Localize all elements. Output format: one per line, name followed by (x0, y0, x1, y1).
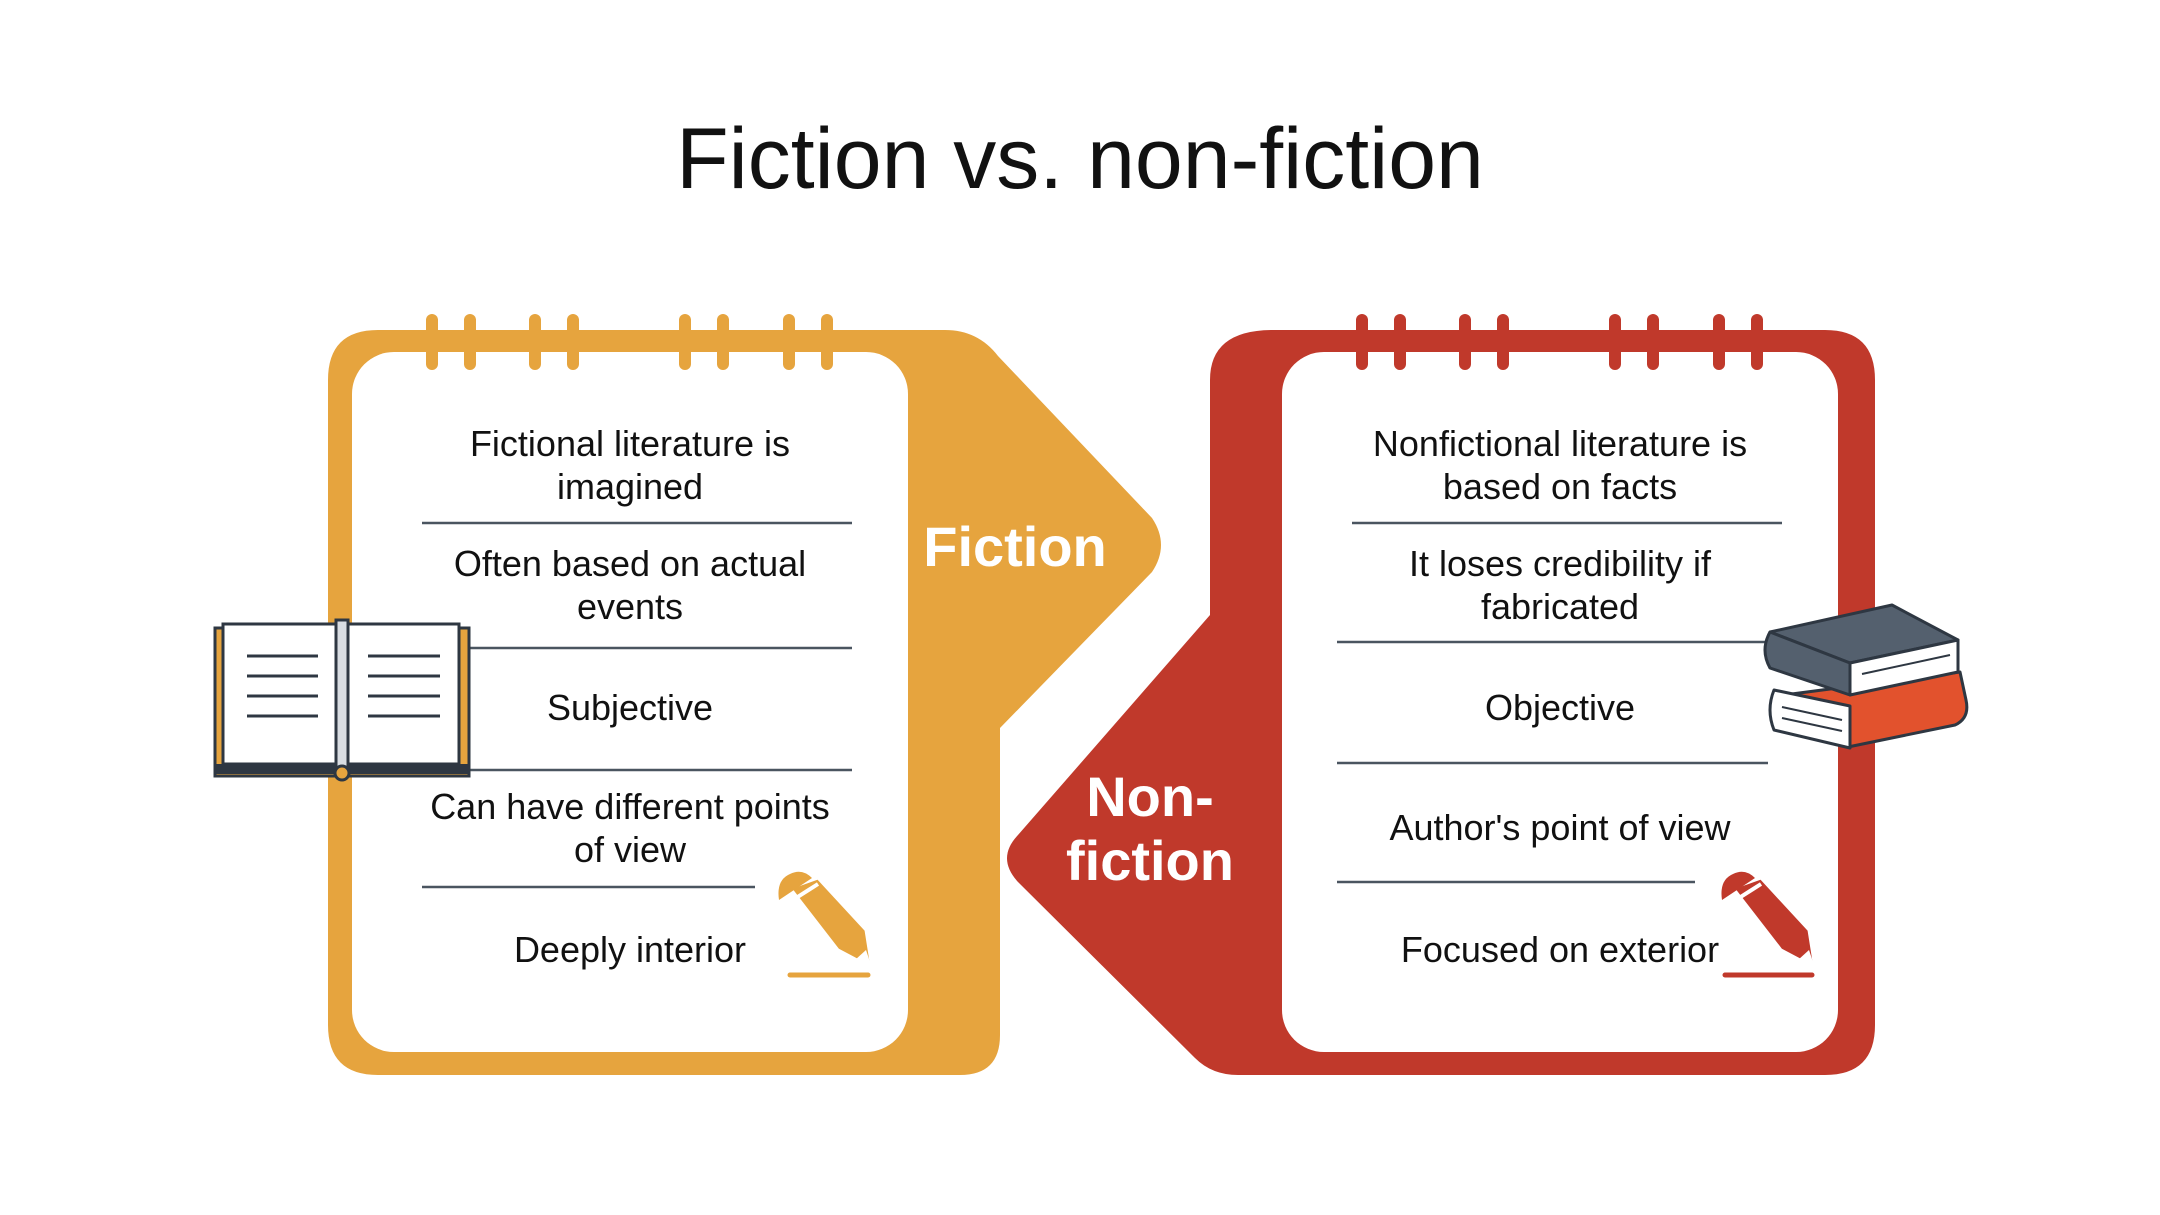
nonfiction-item: Nonfictional literature is based on fact… (1372, 423, 1748, 507)
nonfiction-item: Focused on exterior (1400, 929, 1720, 970)
nonfiction-item: Objective (1484, 687, 1636, 728)
pencil-icon (1721, 871, 1817, 978)
nonfiction-label-line1: Non- (1086, 765, 1214, 828)
nonfiction-item: Author's point of view (1389, 807, 1731, 848)
fiction-notebook (328, 314, 1161, 1075)
fiction-label: Fiction (923, 515, 1107, 578)
fiction-item: Can have different points of view (430, 786, 830, 870)
fiction-page (352, 352, 908, 1052)
fiction-item: Subjective (546, 687, 714, 728)
fiction-item: Fictional literature is imagined (469, 423, 791, 507)
page-title: Fiction vs. non-fiction (676, 111, 1484, 207)
fiction-dividers (422, 521, 852, 889)
nonfiction-notebook (1007, 314, 1875, 1075)
nonfiction-spiral-rings (1356, 314, 1763, 370)
fiction-item: Deeply interior (513, 929, 747, 970)
nonfiction-label-line2: fiction (1066, 829, 1234, 893)
nonfiction-label: Non- fiction (1030, 765, 1270, 894)
fiction-spiral-rings (426, 314, 833, 370)
nonfiction-dividers (1337, 521, 1782, 884)
pencil-icon (778, 871, 874, 978)
nonfiction-item: It loses credibility if fabricated (1408, 543, 1712, 627)
book-stack-icon (1763, 603, 1969, 750)
fiction-item: Often based on actual events (453, 543, 807, 627)
open-book-icon (213, 618, 471, 782)
nonfiction-page (1282, 352, 1838, 1052)
